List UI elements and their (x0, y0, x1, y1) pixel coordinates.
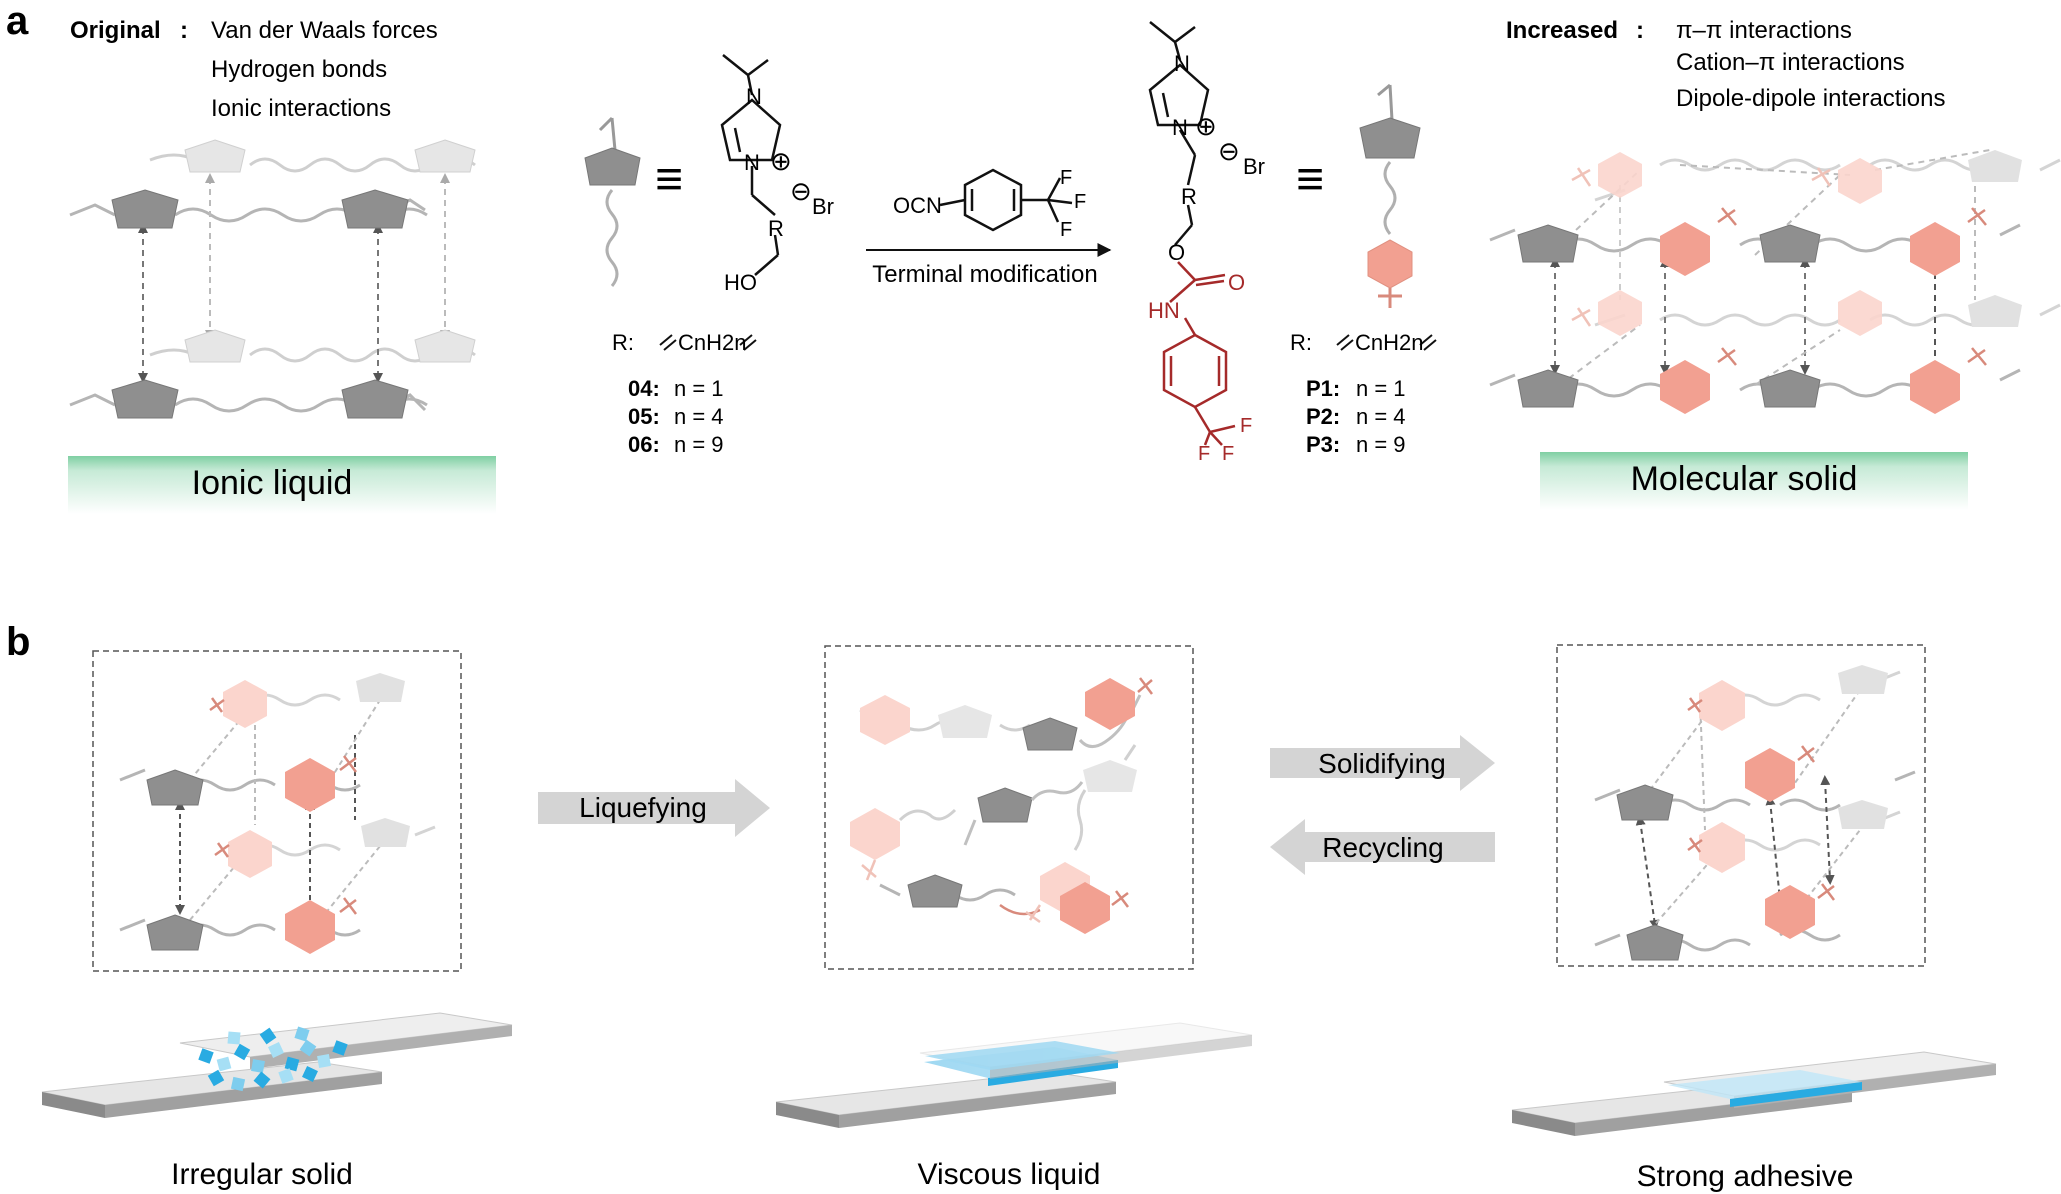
slide-viscous-liquid (775, 1022, 1253, 1128)
right-fluorine-1: F (1240, 415, 1252, 437)
compound-05-id: 05: (628, 404, 660, 429)
monomer-symbol-left (584, 116, 641, 287)
pentagon-light (414, 329, 476, 363)
liquefying-label: Liquefying (579, 792, 707, 823)
molecular-solid-lattice (1489, 149, 2061, 414)
right-n-atom-2: N (1172, 115, 1188, 140)
left-molecule-structure (720, 54, 782, 276)
left-cation-charge: ⊕ (770, 146, 792, 176)
equiv-sign-right: ≡ (1296, 153, 1324, 206)
pentagon-light (414, 139, 476, 173)
increased-item-2: Cation–π interactions (1676, 49, 1905, 76)
compound-p1-n: n = 1 (1356, 376, 1406, 401)
compound-06-id: 06: (628, 432, 660, 457)
left-anion: Br (812, 194, 834, 219)
reagent-fluorine-1: F (1060, 167, 1072, 189)
reagent-fluorine-3: F (1060, 219, 1072, 241)
molecular-solid-banner (1540, 452, 1968, 510)
increased-item-1: π–π interactions (1676, 17, 1852, 44)
compound-p2-n: n = 4 (1356, 404, 1406, 429)
panel-b-label: b (6, 620, 30, 664)
solidifying-arrow (1270, 735, 1495, 791)
state-box-3-lattice (1594, 665, 1916, 961)
original-item-1: Van der Waals forces (211, 17, 438, 44)
right-amide: HN (1148, 298, 1180, 323)
state-box-2-molecules (850, 677, 1153, 934)
equiv-sign-left: ≡ (655, 153, 683, 206)
pentagon-dark (111, 189, 179, 229)
right-ester-oxygen: O (1168, 240, 1185, 265)
ionic-liquid-lattice (69, 139, 476, 419)
compound-05-n: n = 4 (674, 404, 724, 429)
state-label-viscous-liquid: Viscous liquid (918, 1158, 1101, 1191)
slide-irregular-solid (41, 1012, 513, 1118)
pentagon-dark (341, 189, 409, 229)
solidifying-label: Solidifying (1318, 748, 1446, 779)
compound-p3-id: P3: (1306, 432, 1340, 457)
right-molecule-structure (1148, 21, 1210, 246)
left-n-atom-2: N (744, 150, 760, 175)
pentagon-dark (341, 379, 409, 419)
ionic-liquid-label: Ionic liquid (192, 464, 353, 502)
crystal-particles (198, 1026, 348, 1092)
original-item-2: Hydrogen bonds (211, 56, 387, 83)
increased-item-3: Dipole-dipole interactions (1676, 85, 1945, 112)
recycling-arrow (1270, 819, 1495, 875)
compound-p1-id: P1: (1306, 376, 1340, 401)
left-r-atom: R (768, 216, 784, 241)
original-colon: : (180, 17, 188, 44)
right-r-atom: R (1181, 184, 1197, 209)
reagent-ocn: OCN (893, 193, 942, 218)
compound-06-n: n = 9 (674, 432, 724, 457)
left-r-bond-mark (659, 334, 757, 351)
original-heading: Original (70, 17, 161, 44)
right-n-atom-1: N (1174, 51, 1190, 76)
reagent-fluorine-2: F (1074, 191, 1086, 213)
carbamate-group (1162, 261, 1236, 446)
state-box-1-lattice (119, 673, 436, 954)
compound-04-id: 04: (628, 376, 660, 401)
left-r-label: R: (612, 330, 634, 355)
original-item-3: Ionic interactions (211, 95, 391, 122)
liquefying-arrow (538, 779, 770, 837)
state-label-strong-adhesive: Strong adhesive (1637, 1160, 1854, 1193)
panel-a-label: a (6, 0, 29, 43)
compound-p2-id: P2: (1306, 404, 1340, 429)
right-fluorine-3: F (1222, 443, 1234, 465)
left-r-formula: CnH2n (678, 330, 746, 355)
increased-colon: : (1636, 17, 1644, 44)
pentagon-light (184, 139, 246, 173)
slide-strong-adhesive (1511, 1051, 1997, 1136)
right-carbonyl-oxygen: O (1228, 270, 1245, 295)
compound-p3-n: n = 9 (1356, 432, 1406, 457)
state-label-irregular-solid: Irregular solid (171, 1158, 353, 1191)
pentagon-light (184, 329, 246, 363)
right-r-bond-mark (1336, 334, 1437, 351)
right-fluorine-2: F (1198, 443, 1210, 465)
left-n-atom-1: N (746, 84, 762, 109)
ionic-liquid-banner (68, 456, 496, 514)
right-cation-charge: ⊕ (1195, 111, 1217, 141)
right-anion-charge: ⊖ (1218, 136, 1240, 166)
state-box-1 (92, 650, 462, 972)
right-r-label: R: (1290, 330, 1312, 355)
monomer-symbol-right (1359, 83, 1421, 308)
recycling-label: Recycling (1322, 832, 1443, 863)
compound-04-n: n = 1 (674, 376, 724, 401)
reaction-condition: Terminal modification (872, 261, 1097, 288)
left-anion-charge: ⊖ (790, 176, 812, 206)
pentagon-dark (111, 379, 179, 419)
state-box-2 (824, 645, 1194, 970)
left-hydroxyl: HO (724, 270, 757, 295)
isocyanate-reagent (939, 168, 1073, 232)
state-box-3 (1556, 644, 1926, 967)
increased-heading: Increased (1506, 17, 1618, 44)
right-anion: Br (1243, 154, 1265, 179)
molecular-solid-label: Molecular solid (1631, 460, 1858, 498)
right-r-formula: CnH2n (1355, 330, 1423, 355)
